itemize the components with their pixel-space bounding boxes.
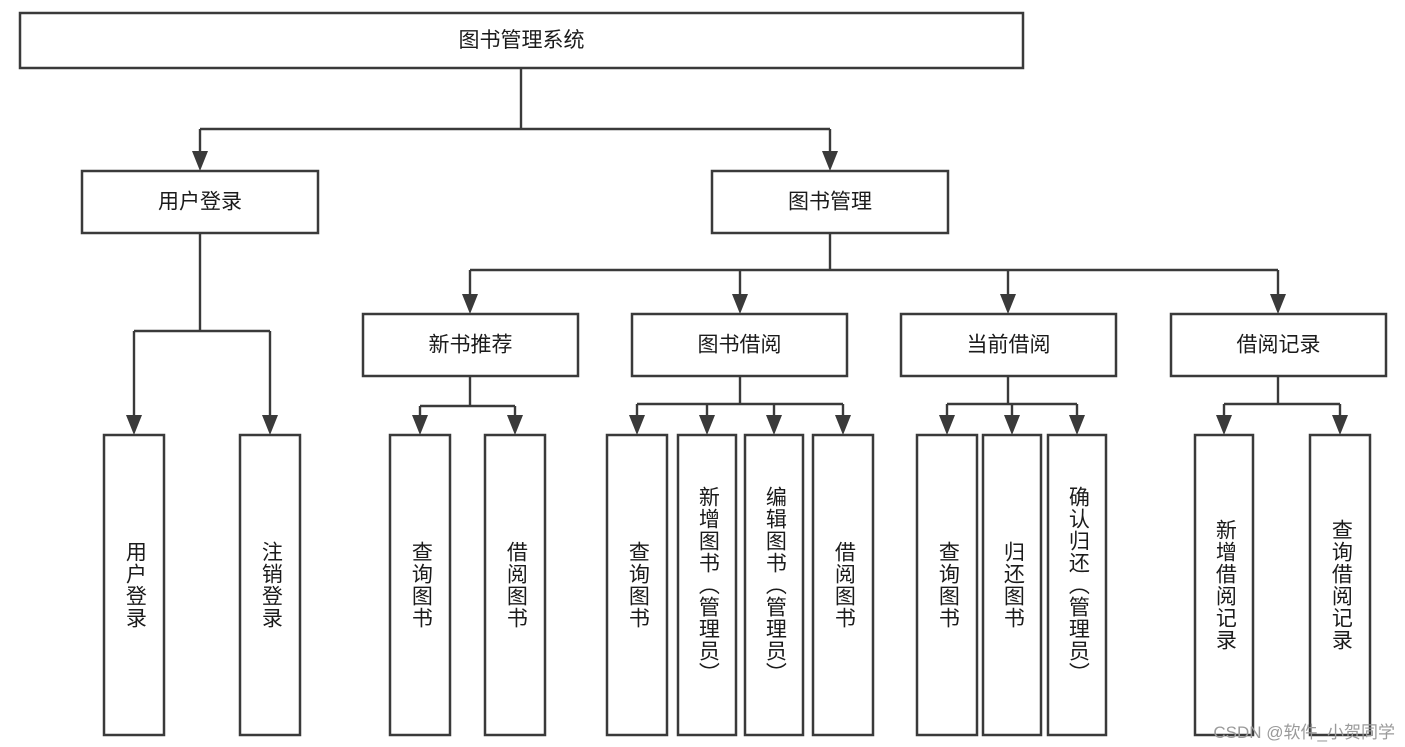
login-to-leaves-arrow-1 [262,415,278,435]
current-to-leaves-arrow-1 [1004,415,1020,435]
node-level3-0-box[interactable] [361,312,580,378]
newbook-to-leaves-arrow-0 [412,415,428,435]
node-leaf-12-box[interactable] [1308,433,1372,737]
node-leaf-0-box[interactable] [102,433,166,737]
node-leaf-2-box[interactable] [388,433,452,737]
borrow-to-leaves-arrow-0 [629,415,645,435]
root-to-level2-arrow-0 [192,151,208,171]
books-to-level3-arrow-1 [732,294,748,314]
node-level2-0-box[interactable] [80,169,320,235]
login-to-leaves-arrow-0 [126,415,142,435]
node-level2-0-label: 用户登录 [158,191,242,214]
node-leaf-11-box[interactable] [1193,433,1255,737]
node-level3-2-box[interactable] [899,312,1118,378]
node-leaf-8-box[interactable] [915,433,979,737]
node-leaf-6-box[interactable] [743,433,805,737]
borrow-to-leaves-arrow-2 [766,415,782,435]
root-to-level2-arrow-1 [822,151,838,171]
books-to-level3-arrow-0 [462,294,478,314]
node-leaf-7-box[interactable] [811,433,875,737]
record-to-leaves-arrow-1 [1332,415,1348,435]
node-level2-1-label: 图书管理 [788,191,872,214]
node-leaf-10-box[interactable] [1046,433,1108,737]
node-root-label: 图书管理系统 [459,29,585,52]
node-leaf-5-box[interactable] [676,433,738,737]
node-level3-3-box[interactable] [1169,312,1388,378]
borrow-to-leaves-arrow-3 [835,415,851,435]
node-leaf-9-box[interactable] [981,433,1043,737]
node-leaf-1-box[interactable] [238,433,302,737]
books-to-level3-arrow-2 [1000,294,1016,314]
node-level3-1-label: 图书借阅 [698,334,782,357]
node-leaf-4-box[interactable] [605,433,669,737]
node-leaf-3-box[interactable] [483,433,547,737]
newbook-to-leaves-arrow-1 [507,415,523,435]
node-level3-0-label: 新书推荐 [429,334,513,357]
node-level2-1-box[interactable] [710,169,950,235]
edges-layer [126,68,1348,435]
books-to-level3-arrow-3 [1270,294,1286,314]
node-level3-2-label: 当前借阅 [967,334,1051,357]
node-level3-3-label: 借阅记录 [1237,334,1321,357]
borrow-to-leaves-arrow-1 [699,415,715,435]
current-to-leaves-arrow-2 [1069,415,1085,435]
node-level3-1-box[interactable] [630,312,849,378]
record-to-leaves-arrow-0 [1216,415,1232,435]
node-root-box[interactable] [18,11,1025,70]
boxes-layer [18,11,1388,737]
current-to-leaves-arrow-0 [939,415,955,435]
